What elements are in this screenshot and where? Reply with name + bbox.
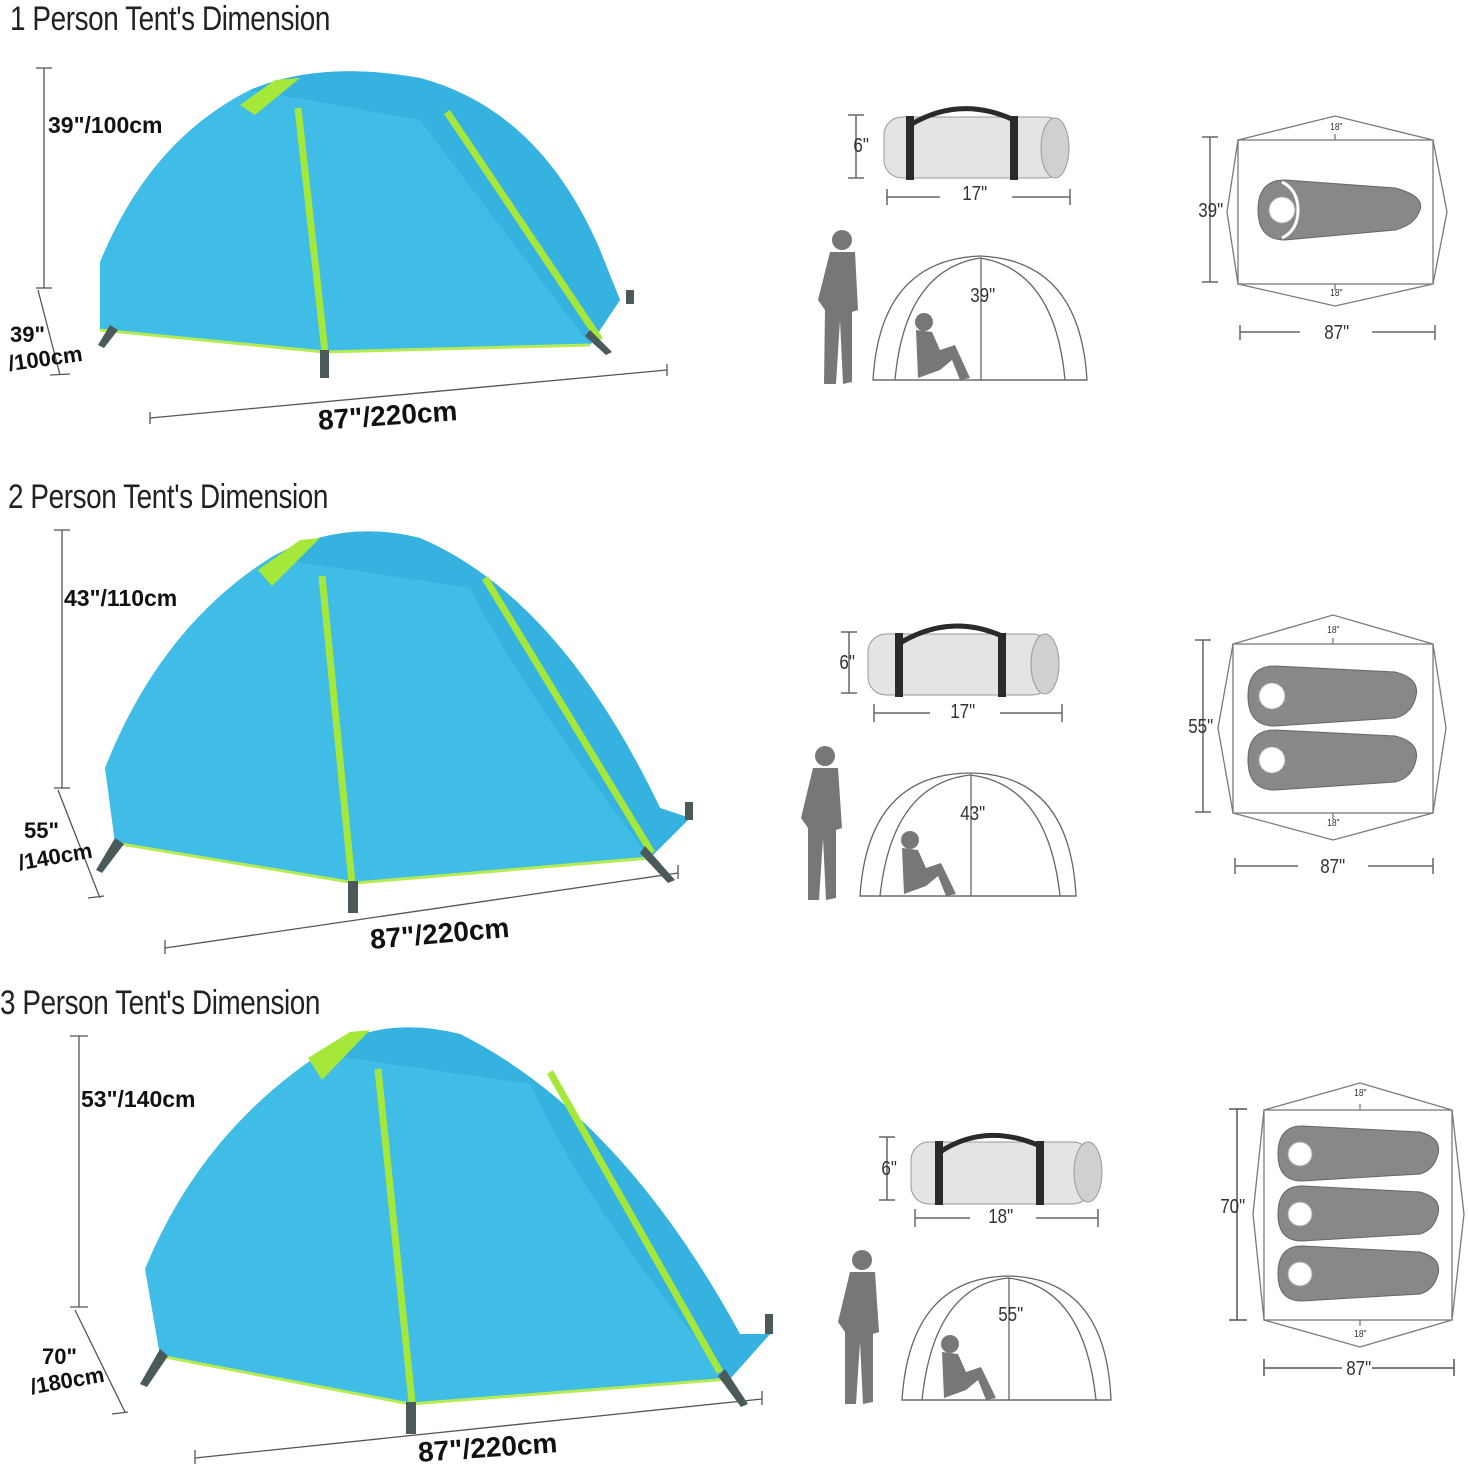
vestibule-top-label: 18" bbox=[1330, 122, 1343, 133]
side-view-diagram bbox=[801, 746, 1077, 900]
vestibule-top-label: 18" bbox=[1327, 625, 1340, 636]
sleeping-bag-icon bbox=[1277, 1125, 1440, 1182]
floor-width-label: 39" bbox=[1198, 200, 1224, 222]
packed-height-label: 6" bbox=[853, 135, 869, 157]
dimension-lines bbox=[54, 529, 679, 954]
packed-bag-diagram bbox=[879, 1132, 1103, 1227]
tent-photo bbox=[54, 529, 693, 954]
sleeping-bag-icon bbox=[1247, 729, 1418, 791]
floor-plan-diagram bbox=[1229, 1082, 1465, 1376]
floor-plan-diagram bbox=[1195, 614, 1447, 874]
depth-label-line1: 70" bbox=[42, 1344, 77, 1369]
depth-label-line1: 55" bbox=[24, 818, 59, 843]
sleeping-bag-icon bbox=[1257, 179, 1422, 241]
tent-photo bbox=[36, 67, 668, 424]
section-2-person: 2 Person Tent's Dimension 43"/110cm 55" … bbox=[0, 478, 1468, 978]
sleeping-bag-icon bbox=[1247, 665, 1418, 727]
floor-plan-diagram bbox=[1202, 115, 1448, 340]
side-height-label: 39" bbox=[970, 285, 996, 307]
packed-length-label: 17" bbox=[962, 183, 988, 205]
section-1-person: 1 Person Tent's Dimension 39"/100cm 39" … bbox=[0, 0, 1468, 460]
person-silhouette bbox=[818, 230, 858, 384]
person-silhouette bbox=[801, 746, 842, 900]
sitting-person-silhouette bbox=[941, 1335, 996, 1400]
side-view-diagram bbox=[838, 1250, 1112, 1404]
floor-width-label: 70" bbox=[1220, 1196, 1246, 1218]
height-label: 43"/110cm bbox=[64, 585, 178, 611]
packed-length-label: 17" bbox=[950, 701, 976, 723]
floor-width-label: 55" bbox=[1188, 716, 1214, 738]
side-height-label: 55" bbox=[998, 1304, 1024, 1326]
section-title: 2 Person Tent's Dimension bbox=[8, 478, 329, 516]
sitting-person-silhouette bbox=[901, 831, 956, 896]
depth-label-line1: 39" bbox=[10, 322, 45, 347]
height-label: 39"/100cm bbox=[48, 112, 163, 138]
section-3-person: 3 Person Tent's Dimension 53"/140cm 70" … bbox=[0, 984, 1468, 1479]
dimension-lines bbox=[70, 1035, 763, 1464]
packed-bag-diagram bbox=[841, 623, 1063, 722]
packed-length-label: 18" bbox=[988, 1206, 1014, 1228]
vestibule-bottom-label: 18" bbox=[1354, 1329, 1367, 1340]
tent-photo bbox=[70, 1027, 773, 1464]
height-label: 53"/140cm bbox=[81, 1086, 196, 1112]
packed-height-label: 6" bbox=[881, 1158, 897, 1180]
packed-bag-diagram bbox=[848, 106, 1071, 205]
floor-length-label: 87" bbox=[1324, 322, 1350, 344]
section-title: 1 Person Tent's Dimension bbox=[10, 0, 331, 38]
sleeping-bag-icon bbox=[1277, 1245, 1440, 1302]
vestibule-top-label: 18" bbox=[1354, 1088, 1367, 1099]
floor-length-label: 87" bbox=[1320, 856, 1346, 878]
person-silhouette bbox=[838, 1250, 879, 1404]
side-height-label: 43" bbox=[960, 803, 986, 825]
vestibule-bottom-label: 18" bbox=[1327, 818, 1340, 829]
dimension-lines bbox=[36, 67, 668, 424]
vestibule-bottom-label: 18" bbox=[1330, 288, 1343, 299]
sleeping-bag-icon bbox=[1277, 1185, 1440, 1242]
section-title: 3 Person Tent's Dimension bbox=[0, 984, 321, 1022]
floor-length-label: 87" bbox=[1346, 1358, 1372, 1380]
sitting-person-silhouette bbox=[915, 313, 970, 380]
side-view-diagram bbox=[818, 230, 1088, 384]
packed-height-label: 6" bbox=[839, 652, 855, 674]
